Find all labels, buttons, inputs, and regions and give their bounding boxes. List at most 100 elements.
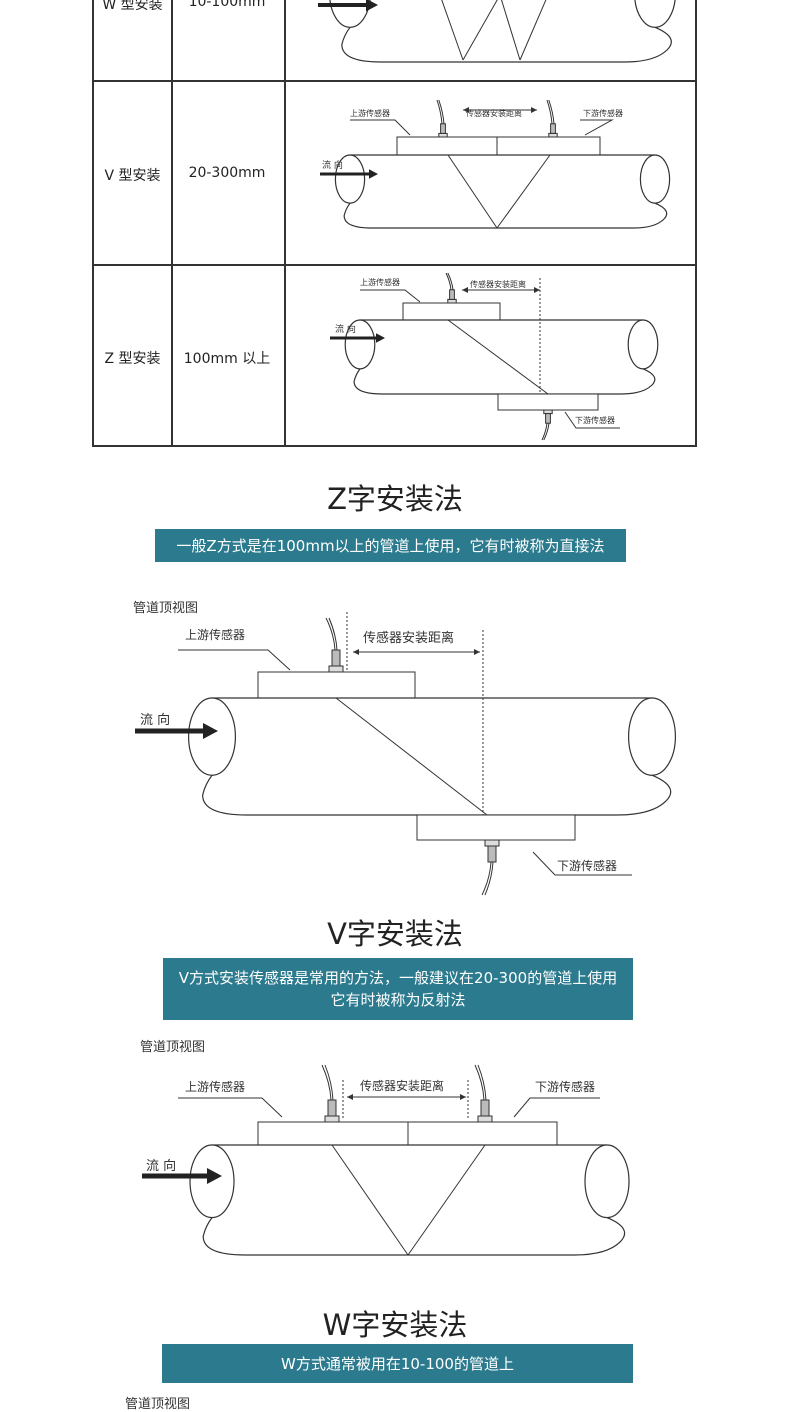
leader-line [350, 119, 411, 136]
sensor-connector-icon [545, 413, 551, 424]
flow-arrow-icon [320, 169, 378, 179]
beam-path [496, 154, 551, 229]
sensor-cable-icon [445, 272, 452, 290]
upstream-transducer [257, 1121, 409, 1146]
sensor-cable-icon [481, 861, 492, 896]
banner-text: 一般Z方式是在100mm以上的管道上使用，它有时被称为直接法 [176, 536, 605, 555]
banner-z: 一般Z方式是在100mm以上的管道上使用，它有时被称为直接法 [155, 529, 626, 562]
sensor-cable-icon [438, 99, 445, 124]
label-downstream: 下游传感器 [557, 858, 617, 873]
sensor-cable-icon [546, 99, 553, 124]
beam-path [407, 1144, 486, 1256]
label-upstream: 上游传感器 [360, 277, 400, 287]
beam-path [462, 0, 498, 61]
sensor-connector-icon [449, 289, 455, 300]
sensor-connector-icon [480, 1099, 490, 1117]
leader-line [580, 119, 614, 136]
top-view-caption: 管道顶视图 [133, 601, 199, 616]
sensor-nut-icon [447, 298, 457, 304]
sensor-cable-icon [321, 1064, 332, 1101]
label-downstream: 下游传感器 [583, 108, 623, 118]
banner-text: 它有时被称为反射法 [330, 991, 466, 1009]
label-flow: 流 向 [322, 159, 343, 171]
pipe-end-right [584, 1144, 630, 1219]
pipe-outline [341, 26, 672, 63]
sensor-connector-icon [327, 1099, 337, 1117]
pipe-end-left [188, 697, 237, 776]
label-distance: 传感器安装距离 [470, 279, 526, 289]
table-cell-range: 20-300mm [188, 165, 266, 181]
label-flow: 流 向 [146, 1158, 176, 1174]
sensor-nut-icon [324, 1115, 340, 1123]
pipe-end-left [334, 154, 366, 204]
sensor-connector-icon [550, 123, 556, 134]
downstream-transducer [407, 1121, 558, 1146]
beam-path [519, 0, 547, 61]
label-upstream: 上游传感器 [350, 108, 390, 118]
leader-line [178, 649, 291, 671]
sensor-cable-icon [474, 1064, 485, 1101]
sensor-connector-icon [440, 123, 446, 134]
label-flow: 流 向 [335, 323, 356, 335]
sensor-connector-icon [331, 649, 341, 667]
banner-v: V方式安装传感器是常用的方法，一般建议在20-300的管道上使用 它有时被称为反… [163, 958, 633, 1020]
downstream-transducer [416, 814, 576, 841]
pipe-outline [202, 697, 672, 816]
sensor-nut-icon [438, 132, 448, 138]
section-title-w: W字安装法 [322, 1308, 468, 1342]
label-downstream: 下游传感器 [535, 1079, 595, 1094]
sensor-cable-icon [541, 423, 548, 441]
beam-path [447, 319, 549, 395]
sensor-nut-icon [548, 132, 558, 138]
sensor-connector-icon [487, 845, 497, 863]
table-divider [94, 264, 695, 266]
leader-line [513, 1097, 600, 1118]
pipe-end-right [627, 319, 659, 370]
sensor-nut-icon [484, 839, 500, 847]
banner-text: W方式通常被用在10-100的管道上 [281, 1354, 514, 1373]
sensor-cable-icon [436, 99, 443, 124]
upstream-transducer [396, 136, 498, 156]
sensor-cable-icon [543, 423, 550, 441]
leader-line [532, 851, 632, 876]
beam-path [447, 154, 498, 229]
top-view-caption: 管道顶视图 [140, 1040, 206, 1055]
leader-line [178, 1097, 283, 1118]
label-flow: 流 向 [140, 712, 170, 728]
sensor-cable-icon [447, 272, 454, 290]
pipe-end-right [639, 154, 671, 204]
sensor-cable-icon [477, 1064, 487, 1101]
downstream-transducer [496, 136, 601, 156]
beam-path [331, 1144, 409, 1256]
table-divider [171, 0, 173, 445]
label-distance: 传感器安装距离 [360, 1078, 444, 1093]
banner-text: V方式安装传感器是常用的方法，一般建议在20-300的管道上使用 [178, 969, 618, 987]
flow-arrow-icon [142, 1168, 222, 1184]
sensor-nut-icon [328, 665, 344, 673]
sensor-cable-icon [325, 617, 336, 651]
table-cell-type: W 型安装 [102, 0, 163, 13]
label-upstream: 上游传感器 [185, 627, 245, 642]
banner-w: W方式通常被用在10-100的管道上 [162, 1344, 633, 1383]
section-title-v: V字安装法 [327, 917, 463, 951]
flow-arrow-icon [135, 723, 218, 739]
beam-path [335, 697, 488, 816]
label-distance: 传感器安装距离 [363, 630, 454, 646]
table-divider [284, 0, 286, 445]
flow-arrow-icon [330, 333, 385, 343]
sensor-cable-icon [484, 861, 494, 896]
table-divider [94, 80, 695, 82]
sensor-cable-icon [328, 617, 338, 651]
pipe-end-right [634, 0, 676, 28]
pipe-outline [353, 319, 656, 395]
section-title-z: Z字安装法 [327, 482, 463, 516]
sensor-nut-icon [477, 1115, 493, 1123]
upstream-transducer [402, 302, 501, 321]
sensor-nut-icon [543, 409, 553, 415]
downstream-transducer [497, 393, 599, 411]
label-upstream: 上游传感器 [185, 1079, 245, 1094]
table-cell-range: 10-100mm [188, 0, 266, 10]
flow-arrow-icon [318, 0, 378, 12]
label-distance: 传感器安装距离 [466, 108, 522, 118]
